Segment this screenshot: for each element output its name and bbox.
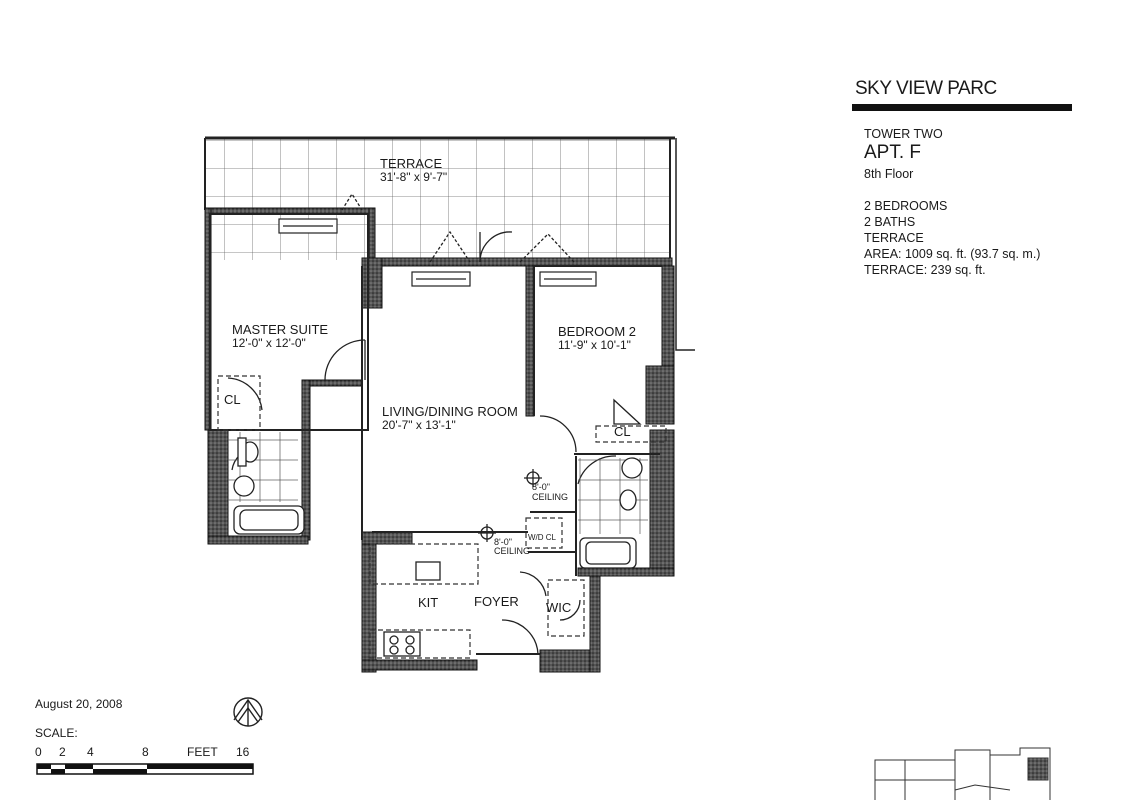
scale-tick-0: 0: [35, 745, 42, 759]
ceiling-label-2: CEILING: [494, 546, 530, 556]
closets: [217, 375, 667, 659]
kitchen-sink-icon: [415, 561, 441, 581]
bathrooms: [228, 432, 648, 534]
ceiling-markers: [478, 469, 542, 542]
living-dims: 20'-7" x 13'-1": [382, 418, 456, 432]
sink-icon: [233, 475, 255, 497]
baths-label: 2 BATHS: [864, 215, 916, 229]
foyer-label: FOYER: [474, 594, 519, 609]
cl-label-bedroom: CL: [614, 424, 631, 439]
cl-label-master: CL: [224, 392, 241, 407]
room-labels: MASTER SUITE 12'-0" x 12'-0" BEDROOM 2 1…: [224, 322, 636, 615]
terrace-area-label: TERRACE: 239 sq. ft.: [864, 263, 986, 277]
ceiling-height-1: 8'-0": [532, 482, 550, 492]
windows: [278, 218, 597, 287]
living-name: LIVING/DINING ROOM: [382, 404, 518, 419]
scale-tick-4: 4: [87, 745, 94, 759]
terrace: TERRACE 31'-8" x 9'-7": [204, 136, 695, 351]
bedroom2-name: BEDROOM 2: [558, 324, 636, 339]
scale-bar: 0 2 4 8 FEET 16: [35, 745, 254, 775]
wic-label: WIC: [546, 600, 571, 615]
scale-tick-2: 2: [59, 745, 66, 759]
master-name: MASTER SUITE: [232, 322, 328, 337]
bedroom2-dims: 11'-9" x 10'-1": [558, 338, 631, 352]
north-arrow-icon: [233, 697, 263, 727]
bedrooms-label: 2 BEDROOMS: [864, 199, 948, 213]
scale-unit: FEET: [187, 745, 218, 759]
ceiling-label-1: CEILING: [532, 492, 568, 502]
title-underline: [852, 104, 1072, 111]
toilet-icon-2: [619, 489, 637, 511]
fixtures: [233, 437, 643, 657]
master-dims: 12'-0" x 12'-0": [232, 336, 306, 350]
walls: [204, 207, 675, 673]
tower-label: TOWER TWO: [864, 127, 943, 141]
area-label: AREA: 1009 sq. ft. (93.7 sq. m.): [864, 247, 1041, 261]
project-title: SKY VIEW PARC: [855, 78, 997, 99]
terrace-label: TERRACE: [864, 231, 924, 245]
terrace-name: TERRACE: [380, 156, 442, 171]
kit-label: KIT: [418, 595, 438, 610]
scale-label: SCALE:: [35, 726, 78, 740]
key-plan: [874, 747, 1051, 800]
stove-icon: [383, 631, 421, 657]
unit-info: TOWER TWO APT. F 8th Floor 2 BEDROOMS 2 …: [864, 126, 1040, 278]
floor-label: 8th Floor: [864, 167, 914, 181]
ceiling-height-2: 8'-0": [494, 537, 512, 547]
scale-tick-16: 16: [236, 745, 250, 759]
terrace-dims: 31'-8" x 9'-7": [380, 170, 447, 184]
scale-tick-8: 8: [142, 745, 149, 759]
plan-date: August 20, 2008: [35, 697, 123, 711]
wd-label: W/D CL: [528, 533, 557, 542]
apt-label: APT. F: [864, 142, 922, 163]
interior-walls: [209, 213, 662, 655]
sink-icon-2: [621, 457, 643, 479]
